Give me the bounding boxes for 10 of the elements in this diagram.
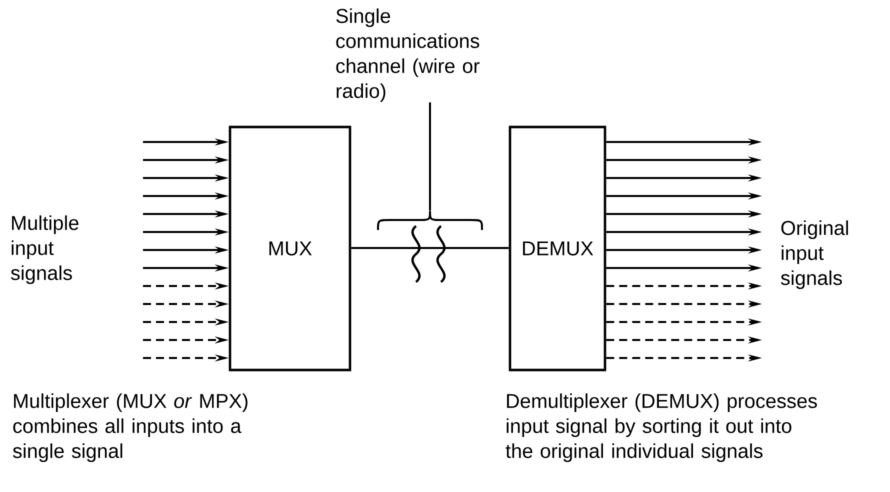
brace-drawing: [377, 210, 483, 230]
side-label: Original input signals: [780, 220, 848, 290]
demux-box: DEMUX: [508, 126, 606, 372]
leader-line: [429, 102, 431, 211]
side-label: Multiple input signals: [10, 215, 78, 284]
channel-line: [351, 247, 509, 249]
mux-box: MUX: [228, 126, 352, 372]
caption: Demultiplexer (DEMUX) processes input signal by sorting it out into the original individual signals: [506, 393, 817, 462]
channel-label: Single communications channel (wire or radio): [336, 8, 480, 102]
caption: Multiplexer (MUX or MPX) combines all inputs into a single signal: [12, 393, 248, 462]
